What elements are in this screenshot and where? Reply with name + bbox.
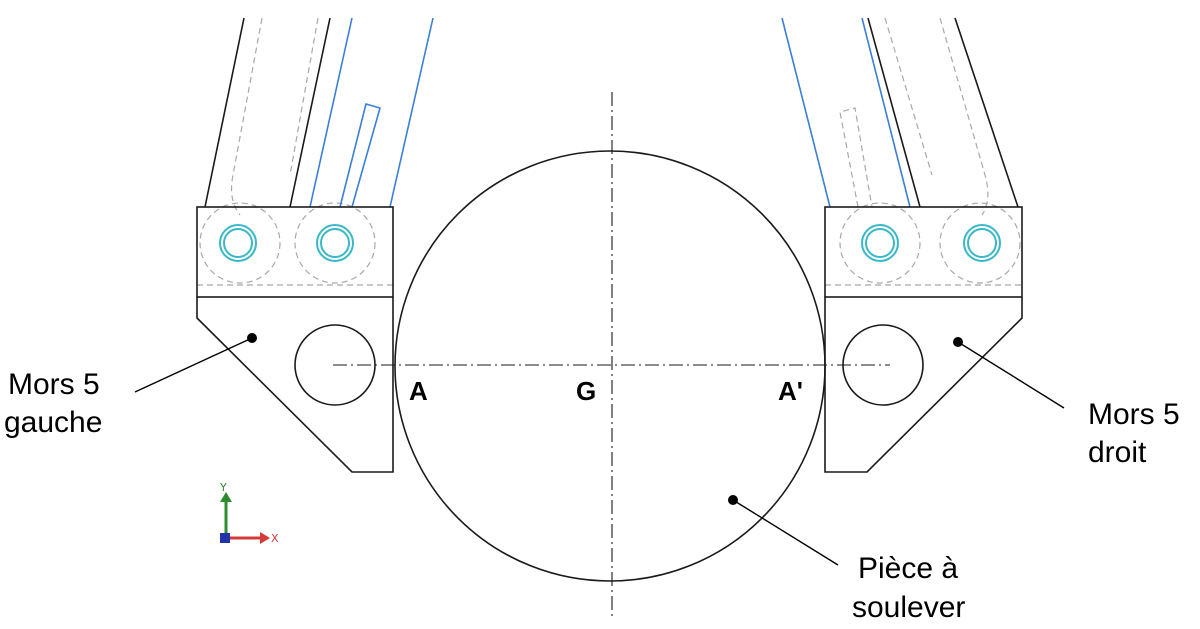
right-jaw-label: Mors 5 droit bbox=[1088, 398, 1180, 469]
y-axis-arrowhead bbox=[220, 492, 232, 502]
left-jaw-assembly bbox=[134, 17, 434, 473]
right-arm-hidden-lines bbox=[825, 17, 1022, 286]
point-label-g: G bbox=[576, 376, 596, 406]
part-leader-line bbox=[732, 499, 839, 566]
x-axis-arrowhead bbox=[260, 532, 270, 544]
left-pins bbox=[219, 224, 354, 262]
right-arm-outline bbox=[867, 17, 1019, 208]
part-label-line-2: soulever bbox=[852, 591, 965, 624]
axis-origin bbox=[220, 533, 230, 543]
left-arm-outline bbox=[204, 17, 331, 208]
y-axis-label: Y bbox=[219, 481, 227, 494]
left-jaw-leader-line bbox=[134, 337, 253, 393]
part-circle bbox=[394, 150, 826, 582]
right-jaw-label-line-2: droit bbox=[1088, 436, 1147, 469]
right-jaw-label-line-1: Mors 5 bbox=[1088, 398, 1180, 431]
part-label: Pièce à soulever bbox=[852, 552, 965, 624]
right-pins bbox=[861, 224, 1001, 262]
left-jaw-label-line-1: Mors 5 bbox=[8, 368, 100, 401]
point-label-a-prime: A' bbox=[778, 376, 803, 406]
part-label-line-1: Pièce à bbox=[858, 552, 958, 585]
left-jaw-label: Mors 5 gauche bbox=[4, 368, 102, 439]
x-axis-label: X bbox=[271, 532, 279, 545]
centerlines bbox=[333, 92, 890, 620]
point-label-a: A bbox=[409, 376, 428, 406]
part-to-lift bbox=[394, 150, 839, 582]
right-jaw-assembly bbox=[781, 17, 1065, 473]
left-jaw-label-line-2: gauche bbox=[4, 406, 102, 439]
right-jaw-body bbox=[824, 206, 1023, 473]
right-arm-blue-lines bbox=[781, 17, 911, 208]
left-arm-blue-lines bbox=[309, 17, 434, 208]
right-jaw-leader-line bbox=[957, 341, 1065, 409]
left-arm-hidden-lines bbox=[197, 17, 393, 286]
xy-axis-triad-icon: Y X bbox=[219, 481, 279, 545]
